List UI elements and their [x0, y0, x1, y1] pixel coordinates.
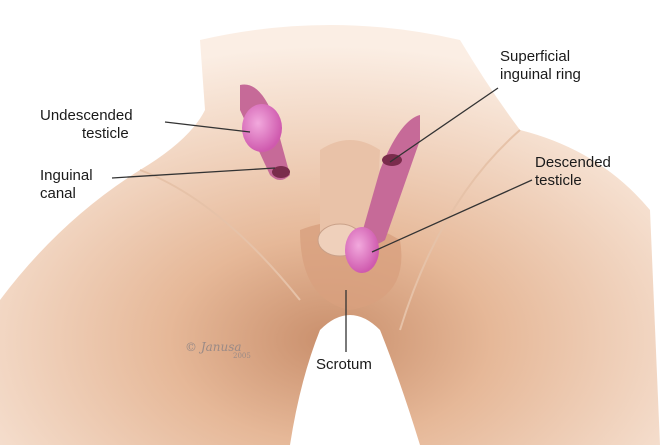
label-line: testicle	[82, 125, 129, 142]
leader-line-inguinal-canal	[111, 167, 276, 179]
label-line: testicle	[535, 172, 582, 189]
label-line: canal	[40, 185, 76, 202]
leader-lines	[111, 87, 533, 352]
right-inguinal-canal	[360, 115, 420, 245]
label-inguinal-canal: Inguinal canal	[40, 167, 93, 203]
label-superficial-inguinal-ring: Superficial inguinal ring	[500, 48, 581, 84]
label-line: Undescended	[40, 107, 133, 124]
left-thigh-crease	[139, 169, 301, 301]
signature-year: 2005	[233, 352, 251, 360]
label-line: Descended	[535, 154, 611, 171]
label-line: Superficial	[500, 48, 571, 65]
leader-line-superficial-inguinal-ring	[389, 87, 499, 163]
label-descended-testicle: Descended testicle	[535, 154, 611, 190]
left-inguinal-ring	[272, 166, 290, 178]
signature-text: © Janusa	[185, 340, 242, 354]
undescended-testicle	[242, 104, 282, 152]
label-line: Inguinal	[40, 167, 93, 184]
label-line: inguinal ring	[500, 66, 581, 83]
label-undescended-testicle: Undescended testicle	[40, 107, 133, 143]
right-thigh-crease	[399, 129, 521, 331]
leader-line-descended-testicle	[371, 179, 533, 253]
descended-testicle	[345, 227, 379, 273]
label-scrotum: Scrotum	[316, 356, 372, 373]
leader-line-undescended-testicle	[164, 121, 251, 133]
